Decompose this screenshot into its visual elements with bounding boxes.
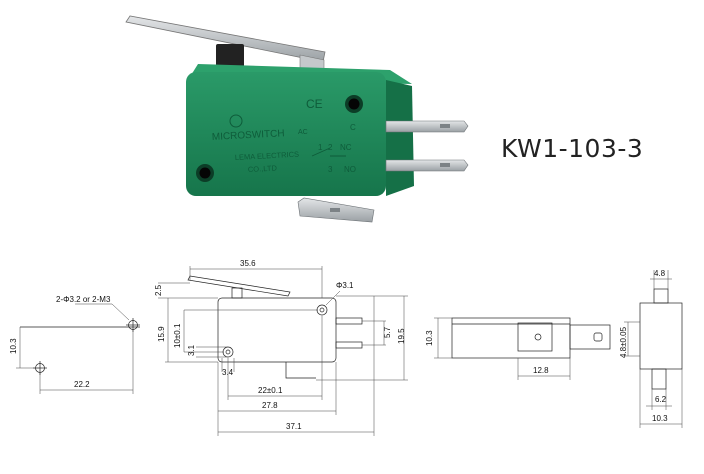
side-drawing: 10.3 12.8	[425, 317, 611, 380]
dim-body-height: 15.9	[157, 326, 166, 342]
front-hole-bottom	[222, 346, 234, 358]
dim-lever-offset: 2.5	[154, 284, 163, 296]
switch-body-side	[386, 80, 414, 196]
dim-end-top: 4.8	[654, 269, 666, 278]
label-n3: 3	[328, 165, 333, 174]
front-lever	[187, 275, 291, 297]
terminal-com	[385, 120, 469, 133]
ce-mark: CE	[306, 97, 323, 111]
terminal-nc	[297, 197, 375, 223]
front-drawing: 35.6 2.5 Φ3.1 15.9 10±0.1 3.1 3.4 22±0.1…	[154, 259, 408, 436]
dim-end-bottom: 6.2	[655, 395, 667, 404]
circuit-symbol	[311, 147, 346, 157]
dim-end-width: 10.3	[652, 414, 668, 423]
model-title: KW1-103-3	[501, 134, 644, 163]
dim-hole-pitch-v: 10±0.1	[173, 323, 182, 348]
dim-body-length: 27.8	[262, 401, 278, 410]
end-terminal	[651, 368, 667, 390]
terminal-no	[385, 159, 469, 172]
maker-line1: LEMA ELECTRICS	[235, 150, 300, 162]
label-no: NO	[344, 165, 356, 174]
switch-photo: MICROSWITCH LEMA ELECTRICS CO.,LTD CE AC…	[125, 15, 469, 223]
rating-text: AC	[298, 129, 308, 136]
dim-mount-height: 10.3	[9, 338, 18, 354]
switch-body	[186, 72, 386, 196]
dim-total-length: 37.1	[286, 422, 302, 431]
actuator-button	[216, 44, 244, 68]
dim-side-terminal: 12.8	[533, 366, 549, 375]
label-n1: 1	[318, 143, 323, 152]
front-hole-top	[316, 304, 328, 316]
end-actuator	[653, 288, 669, 304]
end-body	[639, 302, 683, 370]
dim-hole-dia: Φ3.1	[336, 281, 354, 290]
maker-line2: CO.,LTD	[248, 163, 278, 174]
hole-label: 2-Φ3.2 or 2-M3	[56, 295, 111, 304]
front-body	[217, 297, 337, 363]
label-c: C	[350, 123, 356, 132]
label-n2: 2	[328, 143, 333, 152]
side-terminal	[569, 324, 611, 350]
dim-mount-width: 22.2	[74, 380, 90, 389]
brand-text: MICROSWITCH	[212, 128, 285, 143]
dim-hole-pitch: 22±0.1	[258, 386, 283, 395]
dim-side-height: 10.3	[425, 330, 434, 346]
mount-hole-top-inner	[348, 98, 360, 110]
mount-hole-bottom-inner	[199, 167, 211, 179]
dim-total-height: 19.5	[397, 328, 406, 344]
dim-terminal-gap: 5.7	[383, 326, 392, 338]
brand-logo-icon	[229, 114, 243, 128]
dim-overall-length: 35.6	[240, 259, 256, 268]
dim-small-v: 3.1	[187, 344, 196, 356]
dim-end-thickness: 4.8±0.05	[619, 326, 628, 358]
mounting-drawing: 2-Φ3.2 or 2-M3 10.3 22.2	[9, 295, 140, 394]
label-nc: NC	[340, 143, 352, 152]
lever-arm	[125, 15, 326, 63]
end-drawing: 4.8 4.8±0.05 6.2 10.3	[619, 269, 683, 428]
